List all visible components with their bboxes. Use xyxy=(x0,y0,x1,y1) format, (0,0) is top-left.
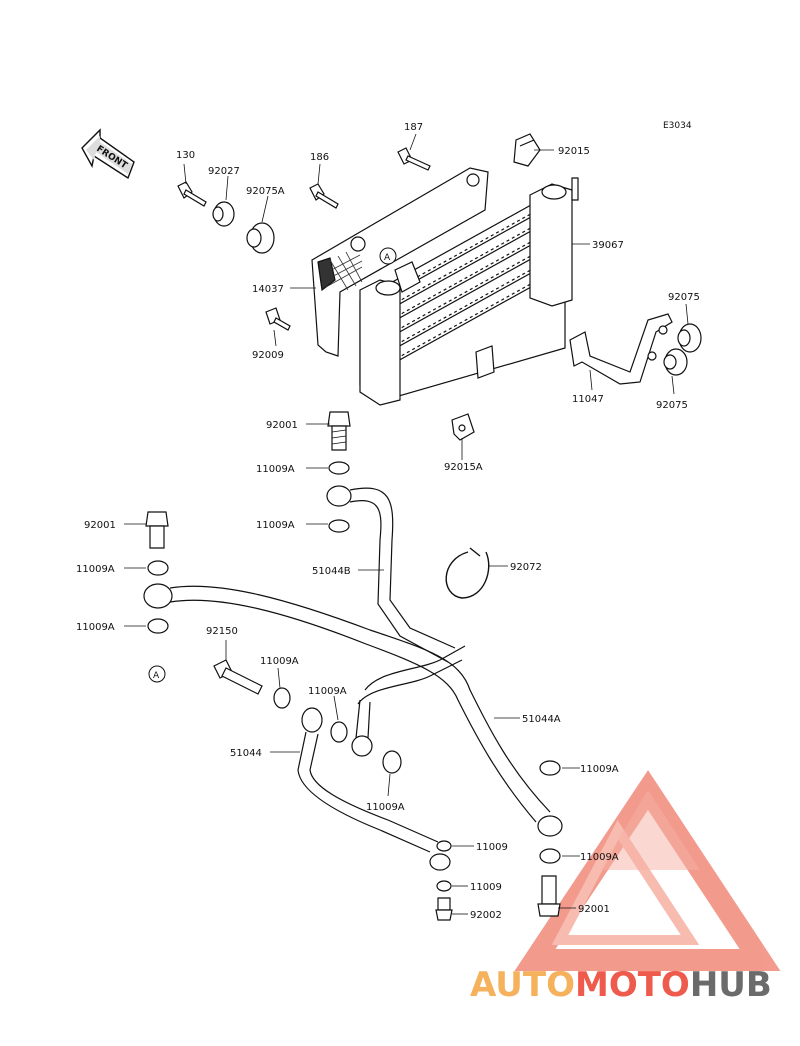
bolt-130 xyxy=(177,181,207,207)
callout-11009A-4: 11009A xyxy=(76,622,115,633)
grommet-92075 xyxy=(663,323,702,376)
screw-92009 xyxy=(265,307,291,331)
callout-11009A-2: 11009A xyxy=(256,520,295,531)
callout-92001-bottom: 92001 xyxy=(578,904,610,915)
callout-187: 187 xyxy=(404,122,423,133)
callout-92002: 92002 xyxy=(470,910,502,921)
svg-text:A: A xyxy=(384,253,391,263)
callout-11047: 11047 xyxy=(572,394,604,405)
collar-92027 xyxy=(212,201,235,227)
bolt-92002 xyxy=(435,897,453,921)
callout-labels: 130 92027 186 92075A 187 92015 39067 140… xyxy=(76,122,700,921)
hose-51044B xyxy=(326,485,456,663)
callout-11009A-3: 11009A xyxy=(76,564,115,575)
callout-92075A: 92075A xyxy=(246,186,285,197)
callout-92015: 92015 xyxy=(558,146,590,157)
callout-92150: 92150 xyxy=(206,626,238,637)
callout-11009A-9: 11009A xyxy=(580,852,619,863)
clip-92015A xyxy=(451,413,475,441)
callout-11009A-6: 11009A xyxy=(308,686,347,697)
svg-text:AUTOMOTOHUB: AUTOMOTOHUB xyxy=(470,965,772,1005)
callout-11009-2: 11009 xyxy=(470,882,502,893)
leader-lines xyxy=(124,133,689,915)
hose-51044A xyxy=(143,583,563,837)
callout-11009A-5: 11009A xyxy=(260,656,299,667)
hose-51044 xyxy=(297,707,451,871)
bolt-186 xyxy=(309,183,339,209)
callout-130: 130 xyxy=(176,150,195,161)
banjo-bolt-92001-top xyxy=(327,411,351,451)
callout-92001-top: 92001 xyxy=(266,420,298,431)
callout-92075-top: 92075 xyxy=(668,292,700,303)
callout-11009A-7: 11009A xyxy=(580,764,619,775)
callout-51044: 51044 xyxy=(230,748,262,759)
callout-92001-left: 92001 xyxy=(84,520,116,531)
callout-39067: 39067 xyxy=(592,240,624,251)
ref-marker-a-lower: A xyxy=(148,665,166,683)
watermark-hub: HUB xyxy=(690,965,772,1005)
svg-text:A: A xyxy=(153,671,160,681)
callout-92009: 92009 xyxy=(252,350,284,361)
callout-92015A: 92015A xyxy=(444,462,483,473)
hose-crossover xyxy=(351,645,466,757)
callout-11009-1: 11009 xyxy=(476,842,508,853)
oil-cooler xyxy=(311,167,579,406)
bracket-11047 xyxy=(569,313,673,385)
callout-92027: 92027 xyxy=(208,166,240,177)
front-direction-arrow: FRONT xyxy=(81,128,135,180)
band-92072 xyxy=(445,547,490,599)
callout-14037: 14037 xyxy=(252,284,284,295)
watermark-moto: MOTO xyxy=(575,965,690,1005)
banjo-bolt-92001-bottom xyxy=(537,875,561,917)
callout-186: 186 xyxy=(310,152,329,163)
callout-51044B: 51044B xyxy=(312,566,351,577)
watermark-auto: AUTO xyxy=(470,965,575,1005)
callout-11009A-1: 11009A xyxy=(256,464,295,475)
ref-marker-a-cooler: A xyxy=(379,247,397,265)
bolt-92150 xyxy=(213,659,263,695)
grommet-92075A xyxy=(246,222,275,254)
callout-51044A: 51044A xyxy=(522,714,561,725)
callout-11009A-8: 11009A xyxy=(366,802,405,813)
washers-11009A xyxy=(147,461,561,892)
diagram-code: E3034 xyxy=(663,121,692,131)
callout-92075-bottom: 92075 xyxy=(656,400,688,411)
callout-92072: 92072 xyxy=(510,562,542,573)
watermark-text: AUTOMOTOHUB xyxy=(470,965,772,1005)
bolt-187 xyxy=(397,147,431,171)
clip-92015 xyxy=(513,133,541,167)
banjo-bolt-92001-left xyxy=(145,511,169,549)
watermark-logo xyxy=(514,770,781,971)
